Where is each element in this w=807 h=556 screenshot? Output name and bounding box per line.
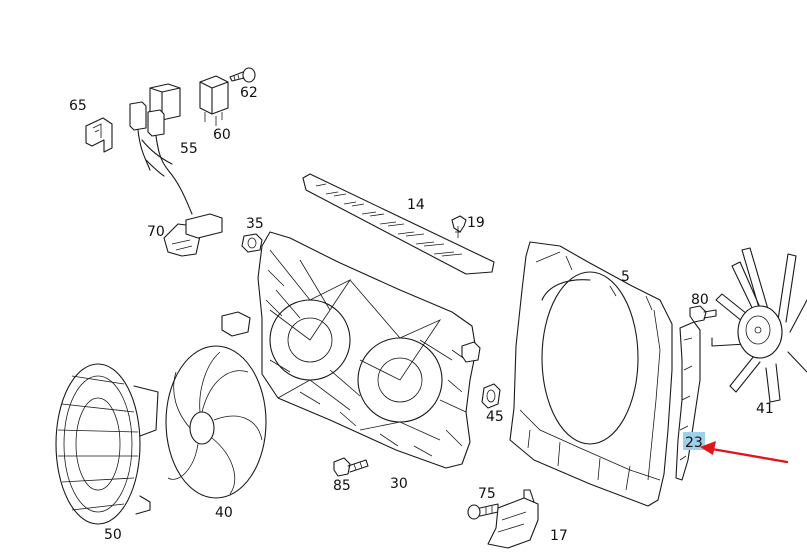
part-40-fan (165, 345, 267, 499)
part-23-bracket (675, 321, 701, 481)
part-14-seal-strip (302, 173, 495, 275)
part-5-radiator-shroud (509, 241, 673, 507)
label-70: 70 (147, 224, 165, 240)
label-5: 5 (621, 269, 630, 285)
label-14: 14 (407, 197, 425, 213)
label-55: 55 (180, 141, 198, 157)
label-62: 62 (240, 85, 258, 101)
part-17-bracket (487, 489, 539, 549)
label-41: 41 (756, 401, 774, 417)
part-80-bolt (689, 305, 717, 323)
part-19-clip (451, 215, 467, 238)
label-80: 80 (691, 292, 709, 308)
part-45-bushing (481, 383, 501, 409)
label-23: 23 (685, 435, 703, 451)
label-35: 35 (246, 216, 264, 232)
label-19: 19 (467, 215, 485, 231)
part-62-screw (229, 67, 256, 83)
part-60-relay (199, 75, 229, 126)
part-65-bracket (85, 117, 113, 153)
pointer-arrow (700, 441, 789, 464)
part-50-fan-guard (55, 363, 159, 525)
part-55-harness (129, 83, 193, 215)
part-85-screw (333, 457, 369, 477)
part-30-fan-shroud (221, 231, 481, 469)
label-85: 85 (333, 478, 351, 494)
part-41-fan-wheel (711, 247, 807, 403)
part-75-screw (467, 503, 499, 520)
label-45: 45 (486, 409, 504, 425)
label-50: 50 (104, 527, 122, 543)
label-30: 30 (390, 476, 408, 492)
label-75: 75 (478, 486, 496, 502)
part-70-bracket (163, 213, 223, 257)
part-35-nut (241, 233, 263, 253)
label-17: 17 (550, 528, 568, 544)
label-65: 65 (69, 98, 87, 114)
label-40: 40 (215, 505, 233, 521)
label-60: 60 (213, 127, 231, 143)
label-23-highlight (683, 432, 705, 450)
